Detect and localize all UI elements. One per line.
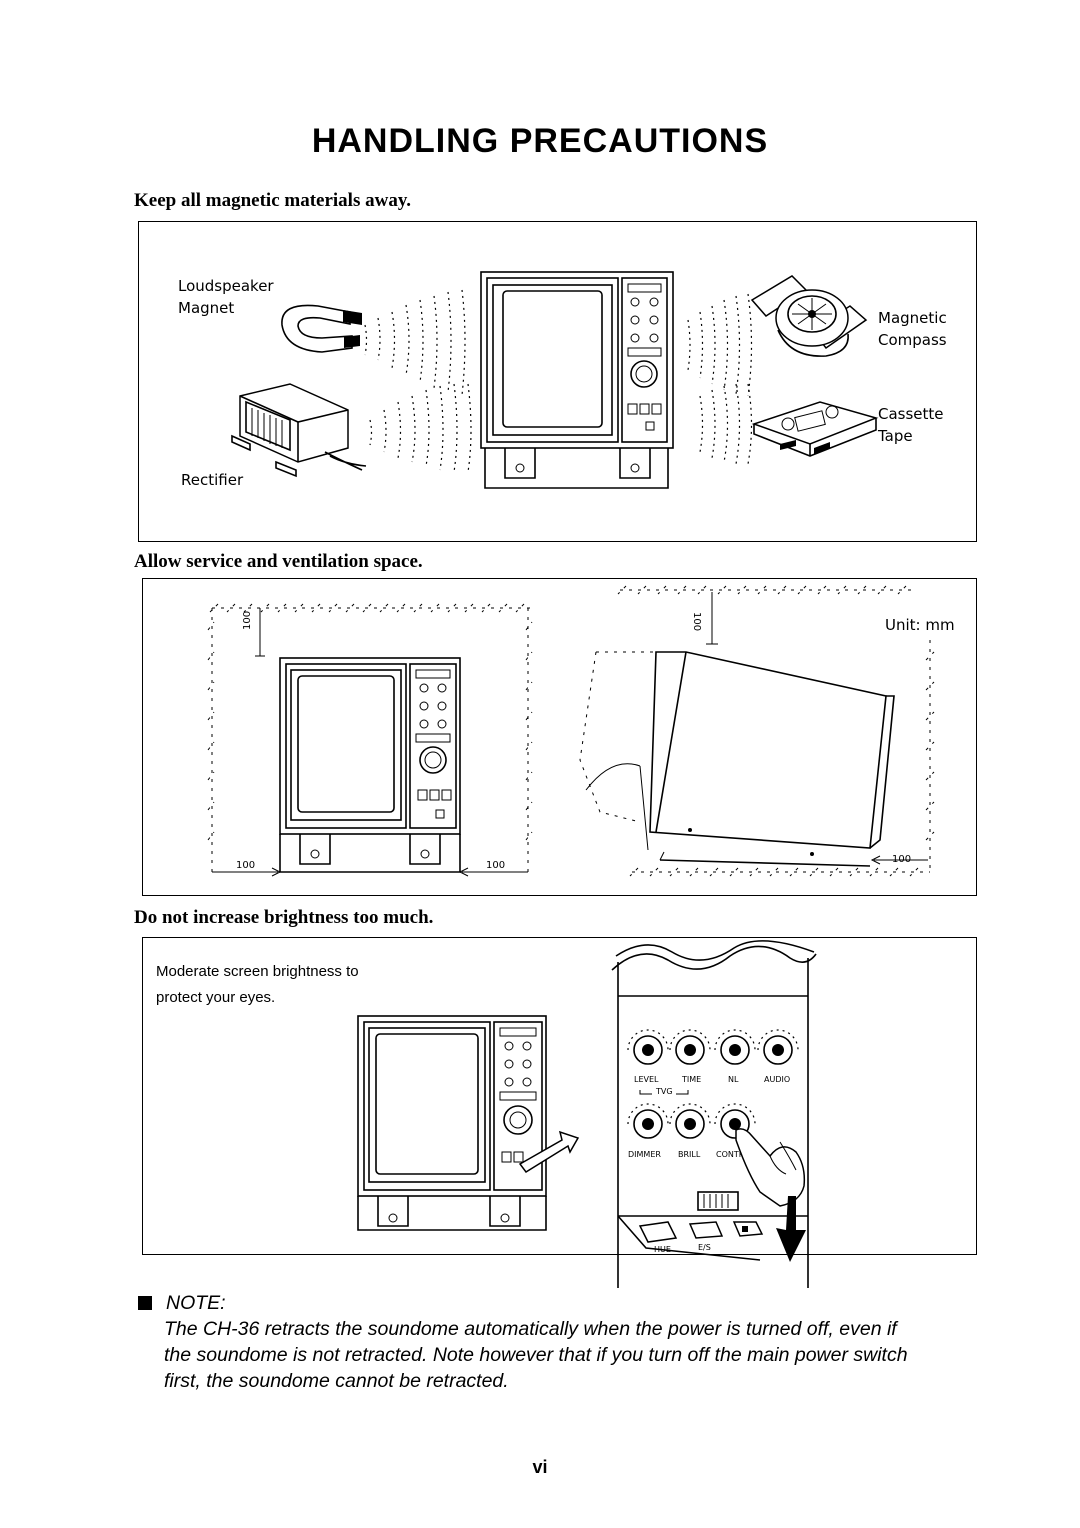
note-text: The CH-36 retracts the soundome automati… <box>164 1316 994 1394</box>
note-line-1: The CH-36 retracts the soundome automati… <box>164 1318 897 1340</box>
front-view-unit <box>279 657 461 873</box>
echo-sounder-unit-icon <box>480 271 674 489</box>
brightness-figure <box>142 937 977 1255</box>
tvg-label: TVG <box>655 1087 673 1096</box>
dim-side-right-label: 100 <box>892 854 911 865</box>
note-line-3: first, the soundome cannot be retracted. <box>164 1370 509 1392</box>
brightness-unit-icon <box>357 1015 580 1231</box>
brightness-caption: Moderate screen brightness to protect yo… <box>156 959 359 1011</box>
knob-label-brill: BRILL <box>678 1150 701 1159</box>
knob-label-audio: AUDIO <box>764 1075 790 1084</box>
cassette-icon <box>751 401 879 457</box>
magnetic-illustration <box>231 271 879 489</box>
dim-side-top-label: 100 <box>691 612 702 631</box>
caption-line-2: protect your eyes. <box>156 989 276 1006</box>
label-rectifier: Rectifier <box>181 471 244 489</box>
dim-right-label: 100 <box>486 860 505 871</box>
knob-label-level: LEVEL <box>634 1075 659 1084</box>
down-arrow-icon <box>776 1196 806 1262</box>
knob-label-dimmer: DIMMER <box>628 1150 661 1159</box>
knob-label-time: TIME <box>681 1075 701 1084</box>
label-compass: Compass <box>878 331 947 349</box>
note-bullet <box>138 1296 152 1310</box>
caption-line-1: Moderate screen brightness to <box>156 963 359 980</box>
button-label-hue: HUE <box>654 1245 671 1254</box>
note-label: NOTE: <box>166 1292 226 1314</box>
label-cassette: Cassette <box>878 405 944 423</box>
compass-icon <box>750 275 868 357</box>
magnetic-field-lines-right <box>687 293 753 465</box>
section-heading-brightness: Do not increase brightness too much. <box>134 907 434 928</box>
side-view-walls <box>617 585 935 877</box>
brightness-illustration: LEVEL TIME NL AUDIO TVG DIMMER BRILL CON… <box>357 940 817 1288</box>
knob-label-contra: CONTRA <box>716 1150 750 1159</box>
magnet-icon <box>281 304 362 353</box>
note-line-2: the soundome is not retracted. Note howe… <box>164 1344 908 1366</box>
knob-row-top <box>627 1029 799 1065</box>
unit-label: Unit: mm <box>885 616 955 634</box>
label-tape: Tape <box>878 427 913 445</box>
front-view-walls <box>207 603 533 872</box>
ventilation-illustration: 100 100 100 100 <box>207 585 935 877</box>
rectifier-icon <box>231 383 367 478</box>
control-panel-closeup <box>611 940 817 1288</box>
page-number: vi <box>532 1457 548 1477</box>
dim-left-label: 100 <box>236 860 255 871</box>
magnetic-field-lines-left <box>364 289 472 473</box>
dim-top-label: 100 <box>242 611 253 630</box>
label-magnetic: Magnetic <box>878 309 947 327</box>
hand-icon <box>735 1128 806 1207</box>
bottom-switches <box>617 1191 764 1261</box>
magnetic-materials-figure <box>138 221 977 542</box>
label-magnet: Magnet <box>178 299 235 317</box>
ventilation-figure <box>142 578 977 896</box>
page-title: HANDLING PRECAUTIONS <box>311 122 769 160</box>
button-label-es: E/S <box>698 1243 711 1252</box>
side-view-unit <box>579 651 895 867</box>
label-loudspeaker: Loudspeaker <box>178 277 274 295</box>
knob-row-bottom <box>627 1103 756 1139</box>
section-heading-ventilation: Allow service and ventilation space. <box>134 551 423 572</box>
knob-label-nl: NL <box>728 1075 739 1084</box>
section-heading-magnetic: Keep all magnetic materials away. <box>134 190 412 211</box>
